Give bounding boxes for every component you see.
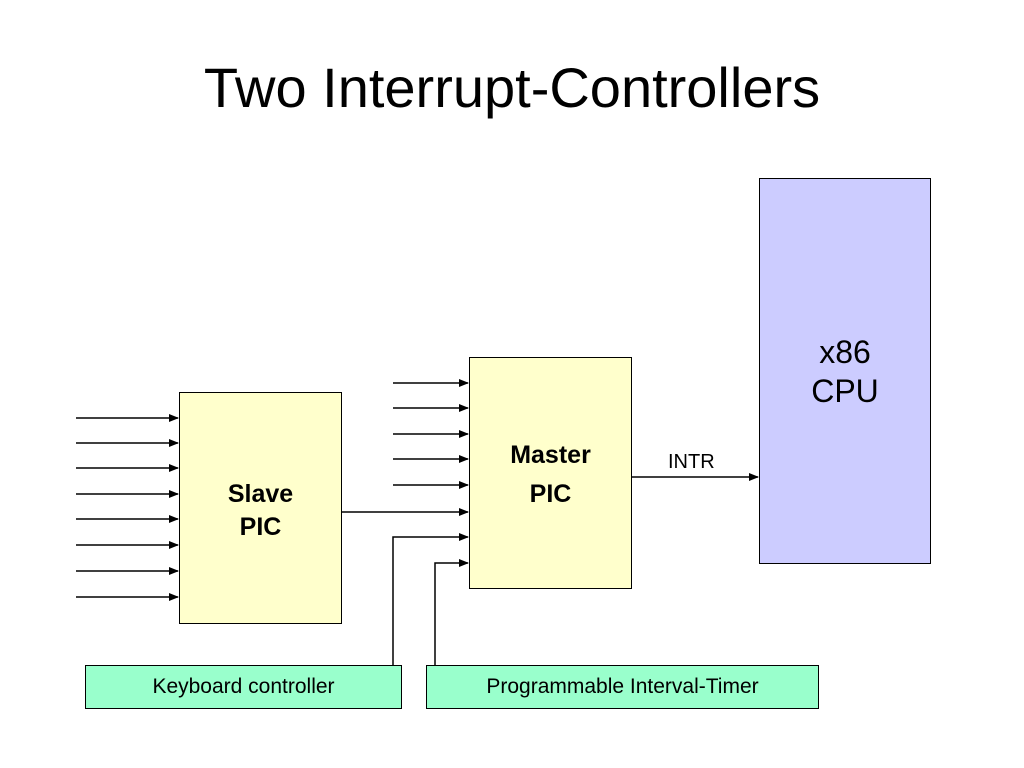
- slave-pic-box: Slave PIC: [179, 392, 342, 624]
- interval-timer-label: Programmable Interval-Timer: [486, 675, 759, 698]
- cpu-label-line1: x86: [819, 334, 871, 370]
- cpu-label-line2: CPU: [811, 373, 879, 409]
- master-pic-box: Master PIC: [469, 357, 632, 589]
- interval-timer-box: Programmable Interval-Timer: [426, 665, 819, 709]
- slave-pic-label-line1: Slave: [227, 480, 294, 508]
- master-pic-label-line1: Master: [510, 441, 591, 469]
- keyboard-controller-label: Keyboard controller: [152, 675, 335, 698]
- intr-signal-label: INTR: [668, 451, 715, 473]
- slide-title: Two Interrupt-Controllers: [203, 56, 821, 119]
- keyboard-irq-arrow: [392, 533, 469, 665]
- cpu-box: x86 CPU: [759, 178, 931, 564]
- master-pic-label-line2: PIC: [529, 480, 572, 508]
- slave-pic-label-line2: PIC: [239, 513, 282, 541]
- timer-irq-arrow: [434, 559, 469, 665]
- keyboard-controller-box: Keyboard controller: [85, 665, 402, 709]
